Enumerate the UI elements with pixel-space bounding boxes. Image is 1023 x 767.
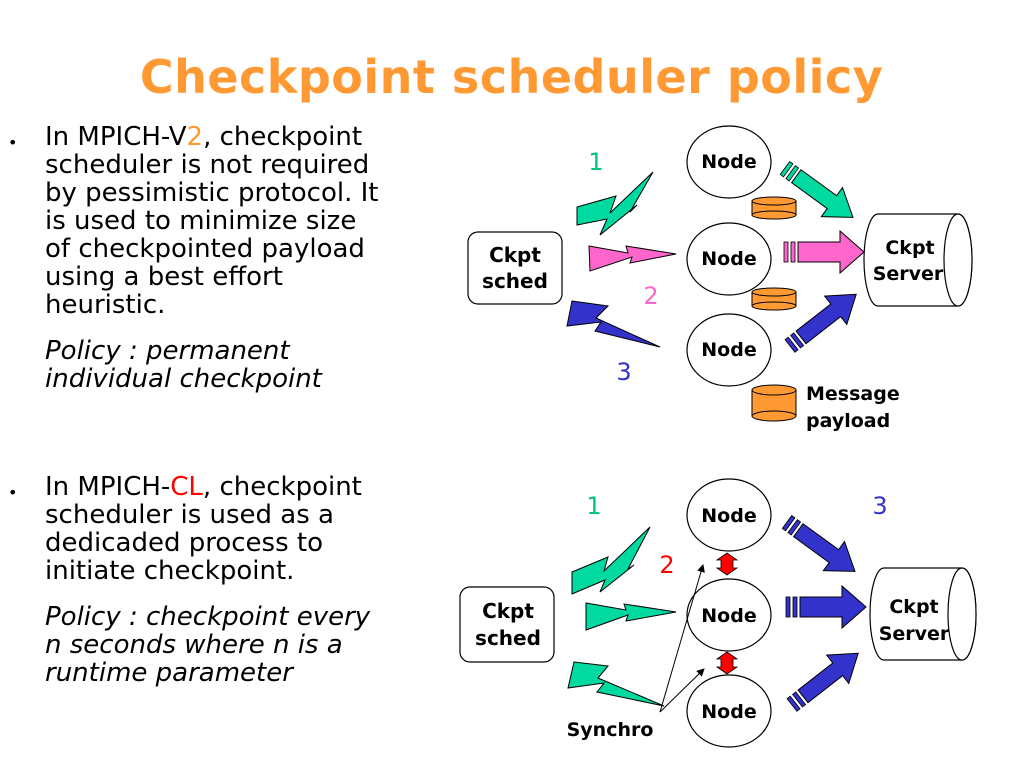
lightning-bolt-3	[567, 661, 665, 707]
checkpoint-arrow-1	[779, 160, 854, 218]
payload-cylinder	[751, 196, 797, 220]
step-number-1: 1	[586, 492, 601, 520]
step-number-3: 3	[616, 358, 631, 386]
lightning-bolt-2	[585, 602, 677, 631]
node-circle	[686, 578, 772, 652]
node-circle	[686, 222, 772, 296]
checkpoint-arrow-2	[783, 229, 865, 275]
bullet-text: In MPICH-CL, checkpoint scheduler is use…	[45, 473, 388, 585]
checkpoint-arrow-2	[785, 584, 867, 630]
bullet-mpich-v2: • In MPICH-V2, checkpoint scheduler is n…	[8, 123, 388, 393]
lightning-bolt-3	[566, 300, 661, 348]
synchro-pointer	[659, 564, 705, 713]
bullet-text: In MPICH-V2, checkpoint scheduler is not…	[45, 123, 388, 319]
node-circle	[686, 125, 772, 199]
ckpt-sched-box	[467, 231, 563, 305]
ckpt-server-label-1: Ckpt	[889, 596, 938, 618]
version-highlight: 2	[186, 122, 204, 152]
ckpt-server-label-1: Ckpt	[885, 237, 934, 259]
synchro-label: Synchro	[567, 719, 654, 741]
ckpt-server-cylinder	[863, 213, 973, 307]
bullet-rest: , checkpoint scheduler is not required b…	[45, 122, 379, 320]
bullet-prefix: In MPICH-V	[45, 122, 187, 152]
bullet-prefix: In MPICH-	[45, 472, 171, 502]
synchro-arrow-lower	[715, 651, 739, 675]
payload-cylinder-legend	[751, 384, 797, 422]
step-number-1: 1	[588, 148, 603, 176]
node-label: Node	[701, 701, 756, 723]
ckpt-sched-label-1: Ckpt	[489, 243, 541, 267]
node-label: Node	[701, 605, 756, 627]
lightning-bolt-2	[588, 245, 677, 272]
node-circle	[686, 674, 772, 748]
node-label: Node	[701, 505, 756, 527]
ckpt-server-label-2: Server	[879, 623, 950, 645]
payload-label-2: payload	[806, 410, 890, 432]
ckpt-sched-label-2: sched	[482, 269, 548, 293]
ckpt-sched-label-2: sched	[475, 626, 541, 650]
version-highlight: CL	[170, 472, 203, 502]
node-label: Node	[701, 339, 756, 361]
checkpoint-arrow-3	[786, 652, 859, 712]
step-number-3: 3	[872, 492, 887, 520]
step-number-2: 2	[643, 282, 658, 310]
node-label: Node	[701, 151, 756, 173]
lightning-bolt-1	[571, 526, 651, 595]
lightning-bolt-1	[576, 171, 654, 236]
bottom-diagram: Ckpt sched 1 2 3 Node Node Node Synchro	[459, 478, 977, 748]
synchro-pointer	[659, 668, 705, 713]
step-number-2: 2	[659, 551, 674, 579]
bullet-rest: , checkpoint scheduler is used as a dedi…	[45, 472, 362, 586]
bullet-mpich-cl: • In MPICH-CL, checkpoint scheduler is u…	[8, 473, 388, 687]
node-circle	[686, 478, 772, 552]
synchro-arrow-upper	[715, 552, 739, 576]
node-label: Node	[701, 248, 756, 270]
policy-text: Policy : checkpoint every n seconds wher…	[45, 602, 371, 688]
payload-cylinder	[751, 287, 797, 311]
slide-title: Checkpoint scheduler policy	[139, 50, 884, 104]
policy-text: Policy : permanent individual checkpoint	[45, 336, 322, 394]
top-diagram: Ckpt sched 1 2 3 Node Node Node Message	[467, 125, 973, 432]
ckpt-server-label-2: Server	[873, 263, 944, 285]
ckpt-sched-box	[459, 586, 555, 663]
bullet-dot: •	[8, 133, 18, 152]
checkpoint-arrow-1	[781, 514, 856, 572]
node-circle	[686, 313, 772, 387]
bullet-dot: •	[8, 483, 18, 502]
ckpt-sched-label-1: Ckpt	[482, 599, 534, 623]
ckpt-server-cylinder	[869, 567, 977, 661]
payload-label-1: Message	[806, 383, 900, 405]
checkpoint-arrow-3	[784, 293, 857, 353]
